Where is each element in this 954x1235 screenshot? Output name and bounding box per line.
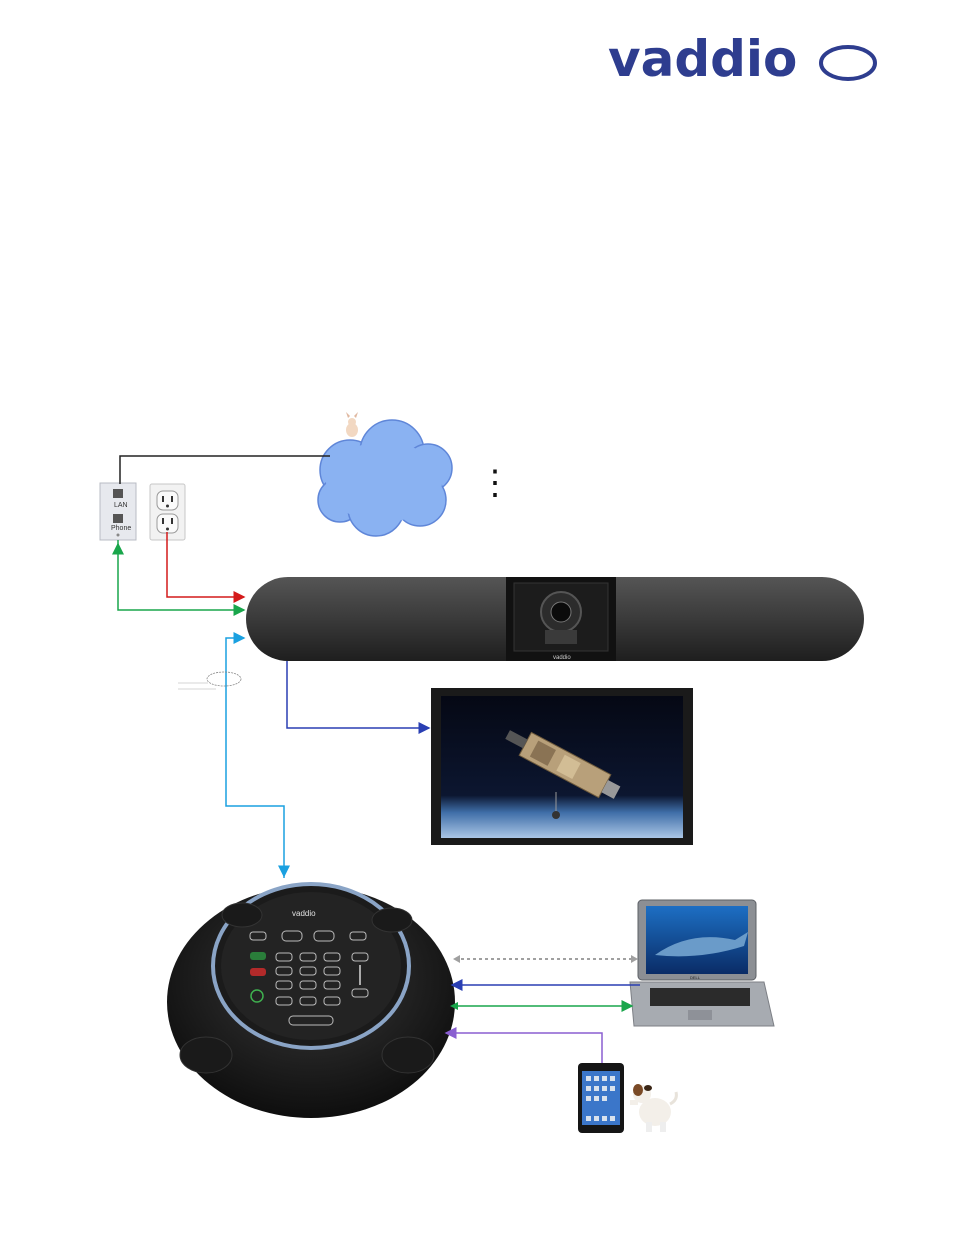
speakerphone-pod: vaddio [167,884,455,1118]
jack-label-lan: LAN [114,502,128,509]
ellipsis-marker: ⋮ [478,464,512,502]
tablet-audio-cable [446,1033,602,1063]
soundbar-camera: vaddio [246,577,864,661]
dog-icon [630,1084,676,1132]
cable-callout-ellipse [207,672,241,686]
network-cable [118,540,244,610]
wall-network-jack: LAN Phone [100,483,136,540]
display-monitor [431,688,693,845]
jack-label-phone: Phone [111,525,131,532]
vaddio-logo-text: vaddio [608,30,797,88]
power-cable [167,532,244,597]
puppy-icon [346,412,358,437]
network-cloud-icon [318,412,452,536]
logo-o-ring [821,47,875,79]
tablet-device [578,1063,624,1133]
power-outlet [150,484,185,540]
internet-cable [120,456,330,484]
laptop-brand: DELL [690,975,701,980]
vaddio-logo: vaddio [608,30,875,88]
laptop-keyboard [650,988,750,1006]
hdmi-cable [287,661,429,728]
speakerphone-logo: vaddio [292,909,316,918]
usb-cable [226,638,284,878]
soundbar-logo: vaddio [553,655,571,661]
laptop-computer: DELL [630,900,774,1026]
